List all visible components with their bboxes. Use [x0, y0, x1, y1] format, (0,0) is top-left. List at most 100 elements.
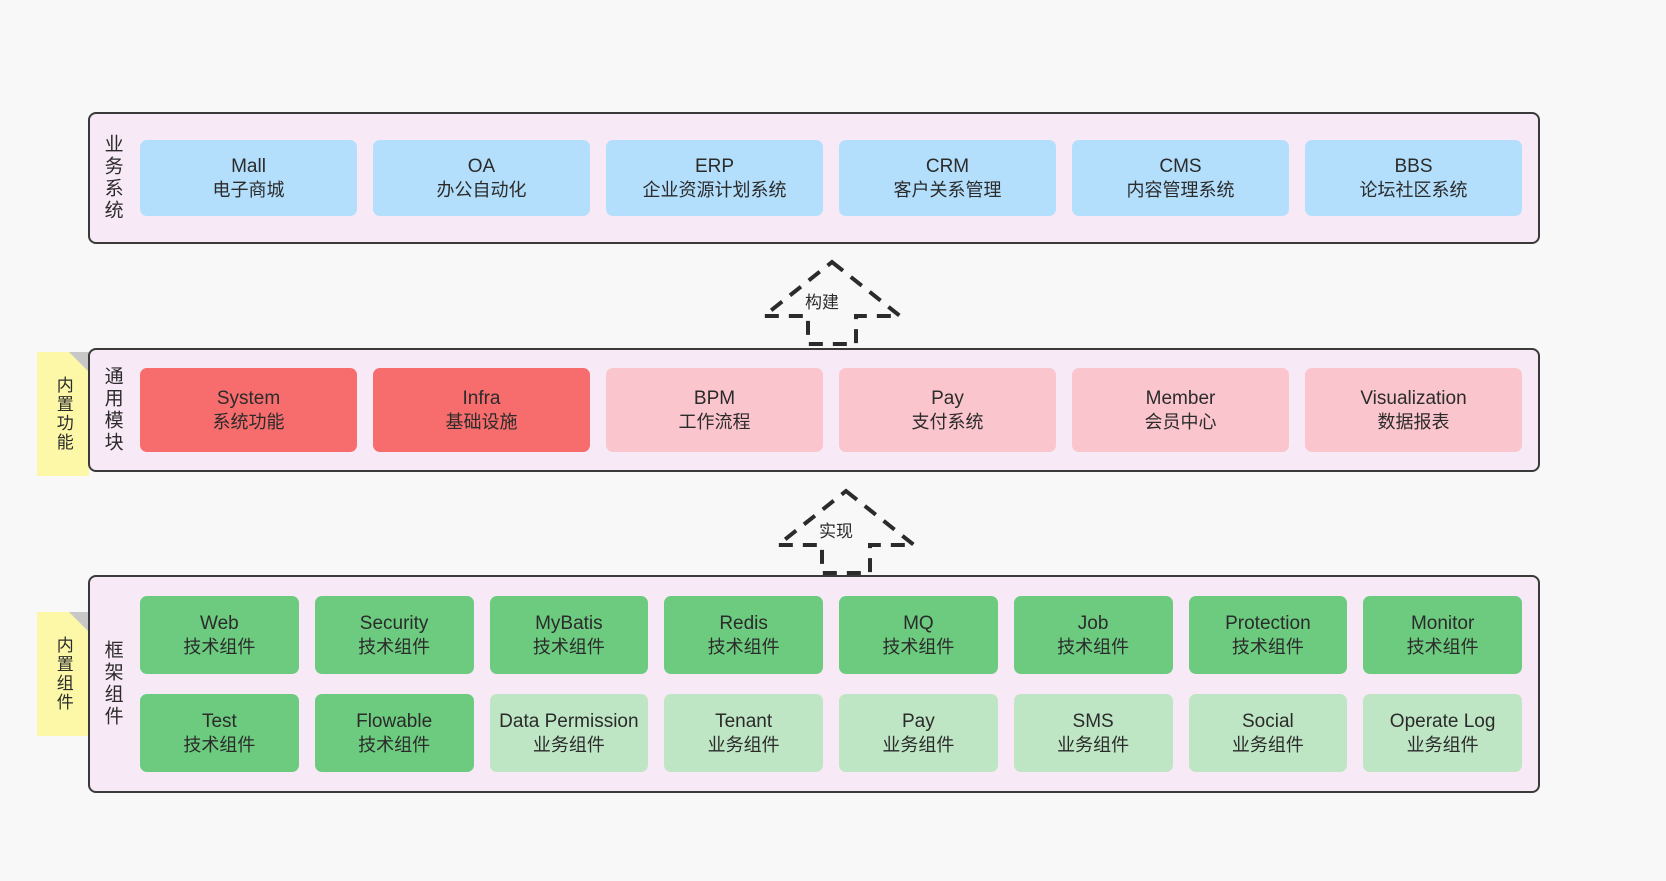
card-subtitle: 业务组件 — [882, 734, 955, 755]
card-title: Visualization — [1360, 387, 1467, 409]
layer-title-common-module: 通用模块 — [101, 366, 123, 454]
card-title: Operate Log — [1389, 710, 1496, 732]
card-visualization[interactable]: Visualization 数据报表 — [1305, 368, 1522, 452]
layer-framework-component: 框架组件 Web 技术组件 Security 技术组件 MyBatis 技术组件… — [88, 575, 1540, 793]
connector-build: 构建 — [752, 258, 912, 346]
card-cms[interactable]: CMS 内容管理系统 — [1072, 140, 1289, 216]
card-operate-log[interactable]: Operate Log 业务组件 — [1363, 694, 1522, 772]
card-subtitle: 论坛社区系统 — [1359, 179, 1468, 200]
card-title: Flowable — [356, 710, 433, 732]
card-subtitle: 业务组件 — [1406, 734, 1479, 755]
card-system[interactable]: System 系统功能 — [140, 368, 357, 452]
card-mybatis[interactable]: MyBatis 技术组件 — [489, 596, 649, 674]
card-subtitle: 业务组件 — [1231, 734, 1304, 755]
card-row: Web 技术组件 Security 技术组件 MyBatis 技术组件 Redi… — [140, 596, 1522, 674]
card-title: Tenant — [715, 710, 773, 732]
card-title: Member — [1145, 387, 1216, 409]
card-title: MyBatis — [535, 612, 603, 634]
card-mall[interactable]: Mall 电子商城 — [140, 140, 357, 216]
sticky-note-label: 内置组件 — [53, 636, 73, 712]
card-web[interactable]: Web 技术组件 — [140, 596, 299, 674]
card-subtitle: 工作流程 — [678, 411, 751, 432]
connector-implement: 实现 — [766, 487, 926, 575]
card-subtitle: 技术组件 — [882, 636, 955, 657]
card-security[interactable]: Security 技术组件 — [314, 596, 474, 674]
card-title: Web — [200, 612, 239, 634]
card-subtitle: 办公自动化 — [436, 179, 527, 200]
card-subtitle: 内容管理系统 — [1126, 179, 1235, 200]
card-bpm[interactable]: BPM 工作流程 — [606, 368, 823, 452]
note-fold-icon — [69, 612, 89, 632]
card-subtitle: 业务组件 — [1057, 734, 1130, 755]
layer-business-system: 业务系统 Mall 电子商城 OA 办公自动化 ERP 企业资源计划系统 CRM… — [88, 112, 1540, 244]
card-bbs[interactable]: BBS 论坛社区系统 — [1305, 140, 1522, 216]
layer-body-framework-component: Web 技术组件 Security 技术组件 MyBatis 技术组件 Redi… — [134, 577, 1538, 791]
card-title: OA — [467, 155, 496, 177]
card-sms[interactable]: SMS 业务组件 — [1013, 694, 1173, 772]
card-pay[interactable]: Pay 支付系统 — [839, 368, 1056, 452]
card-subtitle: 技术组件 — [358, 636, 431, 657]
card-title: Security — [359, 612, 429, 634]
card-data-permission[interactable]: Data Permission 业务组件 — [489, 694, 649, 772]
card-subtitle: 电子商城 — [212, 179, 285, 200]
card-subtitle: 技术组件 — [1231, 636, 1304, 657]
connector-build-label: 构建 — [805, 293, 839, 312]
card-monitor[interactable]: Monitor 技术组件 — [1363, 596, 1522, 674]
card-subtitle: 技术组件 — [183, 636, 256, 657]
card-title: CMS — [1159, 155, 1202, 177]
card-infra[interactable]: Infra 基础设施 — [373, 368, 590, 452]
layer-title-business-system: 业务系统 — [101, 134, 123, 222]
layer-common-module: 通用模块 System 系统功能 Infra 基础设施 BPM 工作流程 Pay… — [88, 348, 1540, 472]
card-subtitle: 技术组件 — [532, 636, 605, 657]
card-title: Test — [201, 710, 237, 732]
card-subtitle: 技术组件 — [358, 734, 431, 755]
connector-implement-label: 实现 — [819, 522, 853, 541]
card-pay-business[interactable]: Pay 业务组件 — [839, 694, 998, 772]
card-subtitle: 客户关系管理 — [893, 179, 1002, 200]
card-flowable[interactable]: Flowable 技术组件 — [314, 694, 474, 772]
card-redis[interactable]: Redis 技术组件 — [664, 596, 823, 674]
card-subtitle: 技术组件 — [707, 636, 780, 657]
layer-body-common-module: System 系统功能 Infra 基础设施 BPM 工作流程 Pay 支付系统… — [134, 350, 1538, 470]
card-subtitle: 技术组件 — [1406, 636, 1479, 657]
card-subtitle: 数据报表 — [1377, 411, 1450, 432]
card-subtitle: 基础设施 — [445, 411, 518, 432]
card-row: Mall 电子商城 OA 办公自动化 ERP 企业资源计划系统 CRM 客户关系… — [140, 140, 1522, 216]
card-row: Test 技术组件 Flowable 技术组件 Data Permission … — [140, 694, 1522, 772]
card-subtitle: 支付系统 — [911, 411, 984, 432]
card-title: SMS — [1072, 710, 1114, 732]
card-protection[interactable]: Protection 技术组件 — [1188, 596, 1348, 674]
card-title: Job — [1077, 612, 1109, 634]
card-oa[interactable]: OA 办公自动化 — [373, 140, 590, 216]
card-subtitle: 技术组件 — [1057, 636, 1130, 657]
card-title: Infra — [462, 387, 501, 409]
card-title: BPM — [693, 387, 736, 409]
card-erp[interactable]: ERP 企业资源计划系统 — [606, 140, 823, 216]
card-title: Pay — [931, 387, 964, 409]
card-mq[interactable]: MQ 技术组件 — [839, 596, 998, 674]
card-title: Mall — [231, 155, 266, 177]
card-member[interactable]: Member 会员中心 — [1072, 368, 1289, 452]
card-subtitle: 业务组件 — [532, 734, 605, 755]
layer-body-business-system: Mall 电子商城 OA 办公自动化 ERP 企业资源计划系统 CRM 客户关系… — [134, 114, 1538, 242]
sticky-note-builtin-component: 内置组件 — [37, 612, 89, 736]
sticky-note-label: 内置功能 — [53, 376, 73, 452]
card-social[interactable]: Social 业务组件 — [1188, 694, 1348, 772]
card-tenant[interactable]: Tenant 业务组件 — [664, 694, 823, 772]
card-subtitle: 会员中心 — [1144, 411, 1217, 432]
card-title: ERP — [694, 155, 735, 177]
card-row: System 系统功能 Infra 基础设施 BPM 工作流程 Pay 支付系统… — [140, 368, 1522, 452]
sticky-note-builtin-function: 内置功能 — [37, 352, 89, 476]
card-title: BBS — [1394, 155, 1433, 177]
card-test[interactable]: Test 技术组件 — [140, 694, 299, 772]
card-crm[interactable]: CRM 客户关系管理 — [839, 140, 1056, 216]
card-title: System — [216, 387, 281, 409]
card-job[interactable]: Job 技术组件 — [1013, 596, 1173, 674]
card-title: MQ — [903, 612, 934, 634]
card-title: Protection — [1225, 612, 1311, 634]
card-title: Pay — [902, 710, 935, 732]
card-title: Social — [1242, 710, 1294, 732]
card-title: Monitor — [1410, 612, 1475, 634]
card-subtitle: 技术组件 — [183, 734, 256, 755]
